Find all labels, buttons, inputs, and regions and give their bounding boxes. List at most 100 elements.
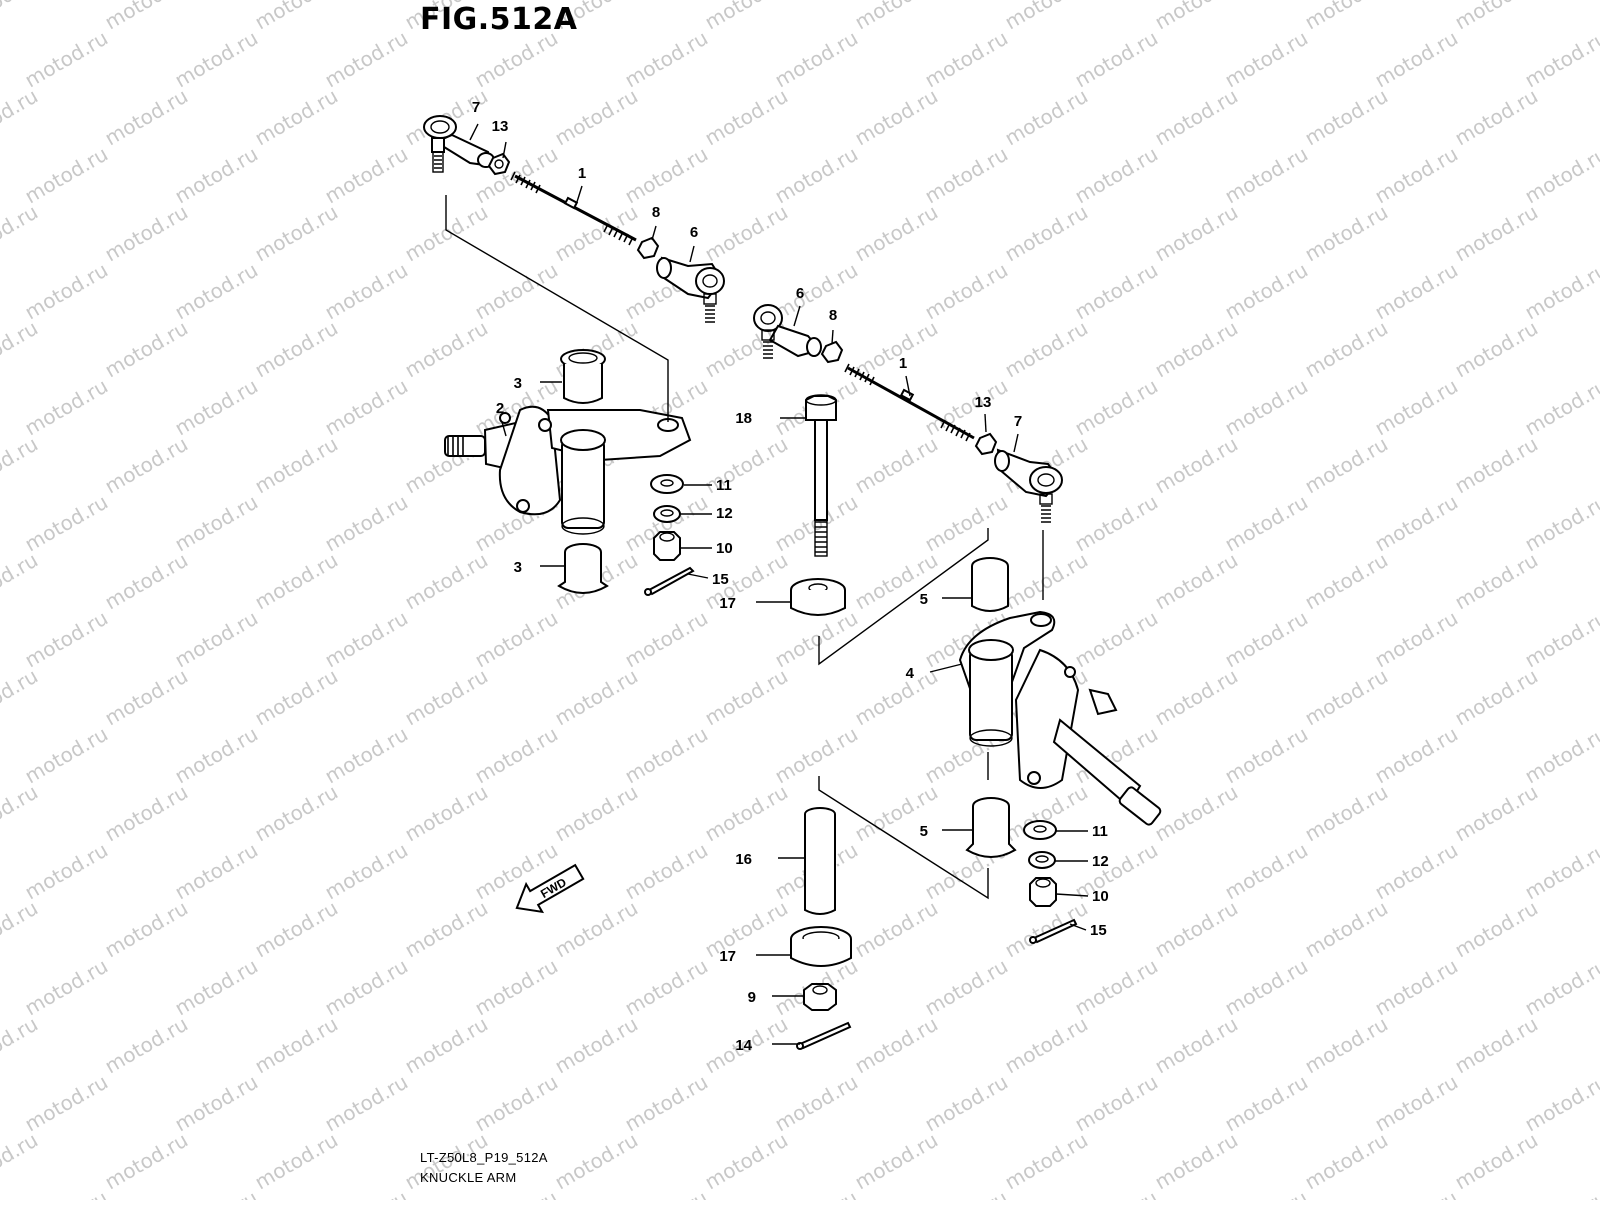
watermark-text: motod.ru: [1071, 1186, 1162, 1200]
watermark-text: motod.ru: [851, 896, 942, 963]
watermark-text: motod.ru: [321, 954, 412, 1021]
watermark-text: motod.ru: [1451, 1128, 1542, 1195]
watermark-text: motod.ru: [1521, 258, 1600, 325]
watermark-text: motod.ru: [851, 548, 942, 615]
watermark-text: motod.ru: [1521, 838, 1600, 905]
watermark-text: motod.ru: [921, 374, 1012, 441]
watermark-text: motod.ru: [321, 838, 412, 905]
watermark-text: motod.ru: [21, 954, 112, 1021]
watermark-text: motod.ru: [1301, 84, 1392, 151]
watermark-text: motod.ru: [251, 664, 342, 731]
watermark-text: motod.ru: [251, 780, 342, 847]
watermark-text: motod.ru: [851, 1012, 942, 1079]
callout-leader-7: [470, 124, 478, 140]
watermark-text: motod.ru: [1301, 200, 1392, 267]
watermark-text: motod.ru: [0, 0, 42, 34]
watermark-text: motod.ru: [921, 142, 1012, 209]
callout-leader-8: [832, 330, 833, 344]
watermark-text: motod.ru: [1301, 780, 1392, 847]
callout-label-7: 7: [472, 99, 480, 116]
watermark-text: motod.ru: [701, 84, 792, 151]
watermark-text: motod.ru: [1001, 200, 1092, 267]
watermark-text: motod.ru: [701, 432, 792, 499]
callout-label-17: 17: [719, 595, 736, 612]
watermark-text: motod.ru: [0, 780, 42, 847]
watermark-text: motod.ru: [471, 606, 562, 673]
watermark-text: motod.ru: [321, 722, 412, 789]
callout-label-1: 1: [578, 165, 586, 182]
callout-label-13: 13: [492, 118, 509, 135]
watermark-text: motod.ru: [1371, 374, 1462, 441]
washer-11-right: [1024, 821, 1056, 839]
watermark-text: motod.ru: [101, 0, 192, 34]
watermark-text: motod.ru: [471, 1070, 562, 1137]
watermark-text: motod.ru: [1221, 954, 1312, 1021]
watermark-text: motod.ru: [1371, 142, 1462, 209]
watermark-text: motod.ru: [1151, 200, 1242, 267]
watermark-text: motod.ru: [851, 664, 942, 731]
watermark-text: motod.ru: [0, 896, 42, 963]
watermark-text: motod.ru: [1001, 0, 1092, 34]
cotter-pin-15-left: [645, 568, 693, 595]
nut-13-right: [976, 434, 996, 454]
callout-label-14: 14: [735, 1037, 752, 1054]
watermark-text: motod.ru: [921, 490, 1012, 557]
watermark-text: motod.ru: [401, 1012, 492, 1079]
watermark-text: motod.ru: [1301, 1012, 1392, 1079]
watermark-text: motod.ru: [321, 606, 412, 673]
watermark-text: motod.ru: [1451, 548, 1542, 615]
watermark-text: motod.ru: [771, 722, 862, 789]
watermark-text: motod.ru: [1151, 432, 1242, 499]
callout-leader-7: [1014, 434, 1018, 452]
watermark-text: motod.ru: [251, 0, 342, 34]
watermark-text: motod.ru: [921, 258, 1012, 325]
watermark-text: motod.ru: [551, 780, 642, 847]
watermark-text: motod.ru: [21, 722, 112, 789]
callout-label-13: 13: [975, 394, 992, 411]
watermark-text: motod.ru: [551, 664, 642, 731]
watermark-text: motod.ru: [1151, 548, 1242, 615]
callout-label-4: 4: [906, 665, 915, 682]
watermark-text: motod.ru: [1001, 84, 1092, 151]
lock-washer-12-right: [1029, 852, 1055, 868]
watermark-text: motod.ru: [0, 432, 42, 499]
watermark-text: motod.ru: [171, 838, 262, 905]
watermark-text: motod.ru: [321, 258, 412, 325]
watermark-text: motod.ru: [0, 316, 42, 383]
figure-code: LT-Z50L8_P19_512A: [420, 1150, 548, 1165]
watermark-text: motod.ru: [1521, 490, 1600, 557]
callout-leader-13: [985, 414, 986, 432]
watermark-text: motod.ru: [771, 258, 862, 325]
callout-label-10: 10: [1092, 888, 1109, 905]
watermark-text: motod.ru: [1001, 1128, 1092, 1195]
watermark-text: motod.ru: [771, 142, 862, 209]
watermark-text: motod.ru: [1221, 374, 1312, 441]
watermark-text: motod.ru: [171, 374, 262, 441]
watermark-text: motod.ru: [851, 0, 942, 34]
watermark-text: motod.ru: [251, 548, 342, 615]
watermark-text: motod.ru: [1221, 490, 1312, 557]
watermark-text: motod.ru: [21, 258, 112, 325]
watermark-text: motod.ru: [0, 1012, 42, 1079]
watermark-text: motod.ru: [251, 896, 342, 963]
collar-16: [805, 808, 835, 914]
watermark-text: motod.ru: [1371, 838, 1462, 905]
watermark-text: motod.ru: [251, 1128, 342, 1195]
watermark-text: motod.ru: [551, 896, 642, 963]
watermark-text: motod.ru: [1451, 896, 1542, 963]
watermark-text: motod.ru: [471, 722, 562, 789]
watermark-text: motod.ru: [1301, 0, 1392, 34]
watermark-text: motod.ru: [1371, 258, 1462, 325]
watermark-text: motod.ru: [851, 432, 942, 499]
watermark-text: motod.ru: [1451, 84, 1542, 151]
watermark-text: motod.ru: [1371, 606, 1462, 673]
watermark-text: motod.ru: [1151, 780, 1242, 847]
watermark-text: motod.ru: [0, 664, 42, 731]
watermark-text: motod.ru: [621, 606, 712, 673]
watermark-text: motod.ru: [621, 1070, 712, 1137]
watermark-text: motod.ru: [401, 316, 492, 383]
watermark-text: motod.ru: [701, 896, 792, 963]
watermark-text: motod.ru: [1301, 316, 1392, 383]
watermark-text: motod.ru: [321, 490, 412, 557]
